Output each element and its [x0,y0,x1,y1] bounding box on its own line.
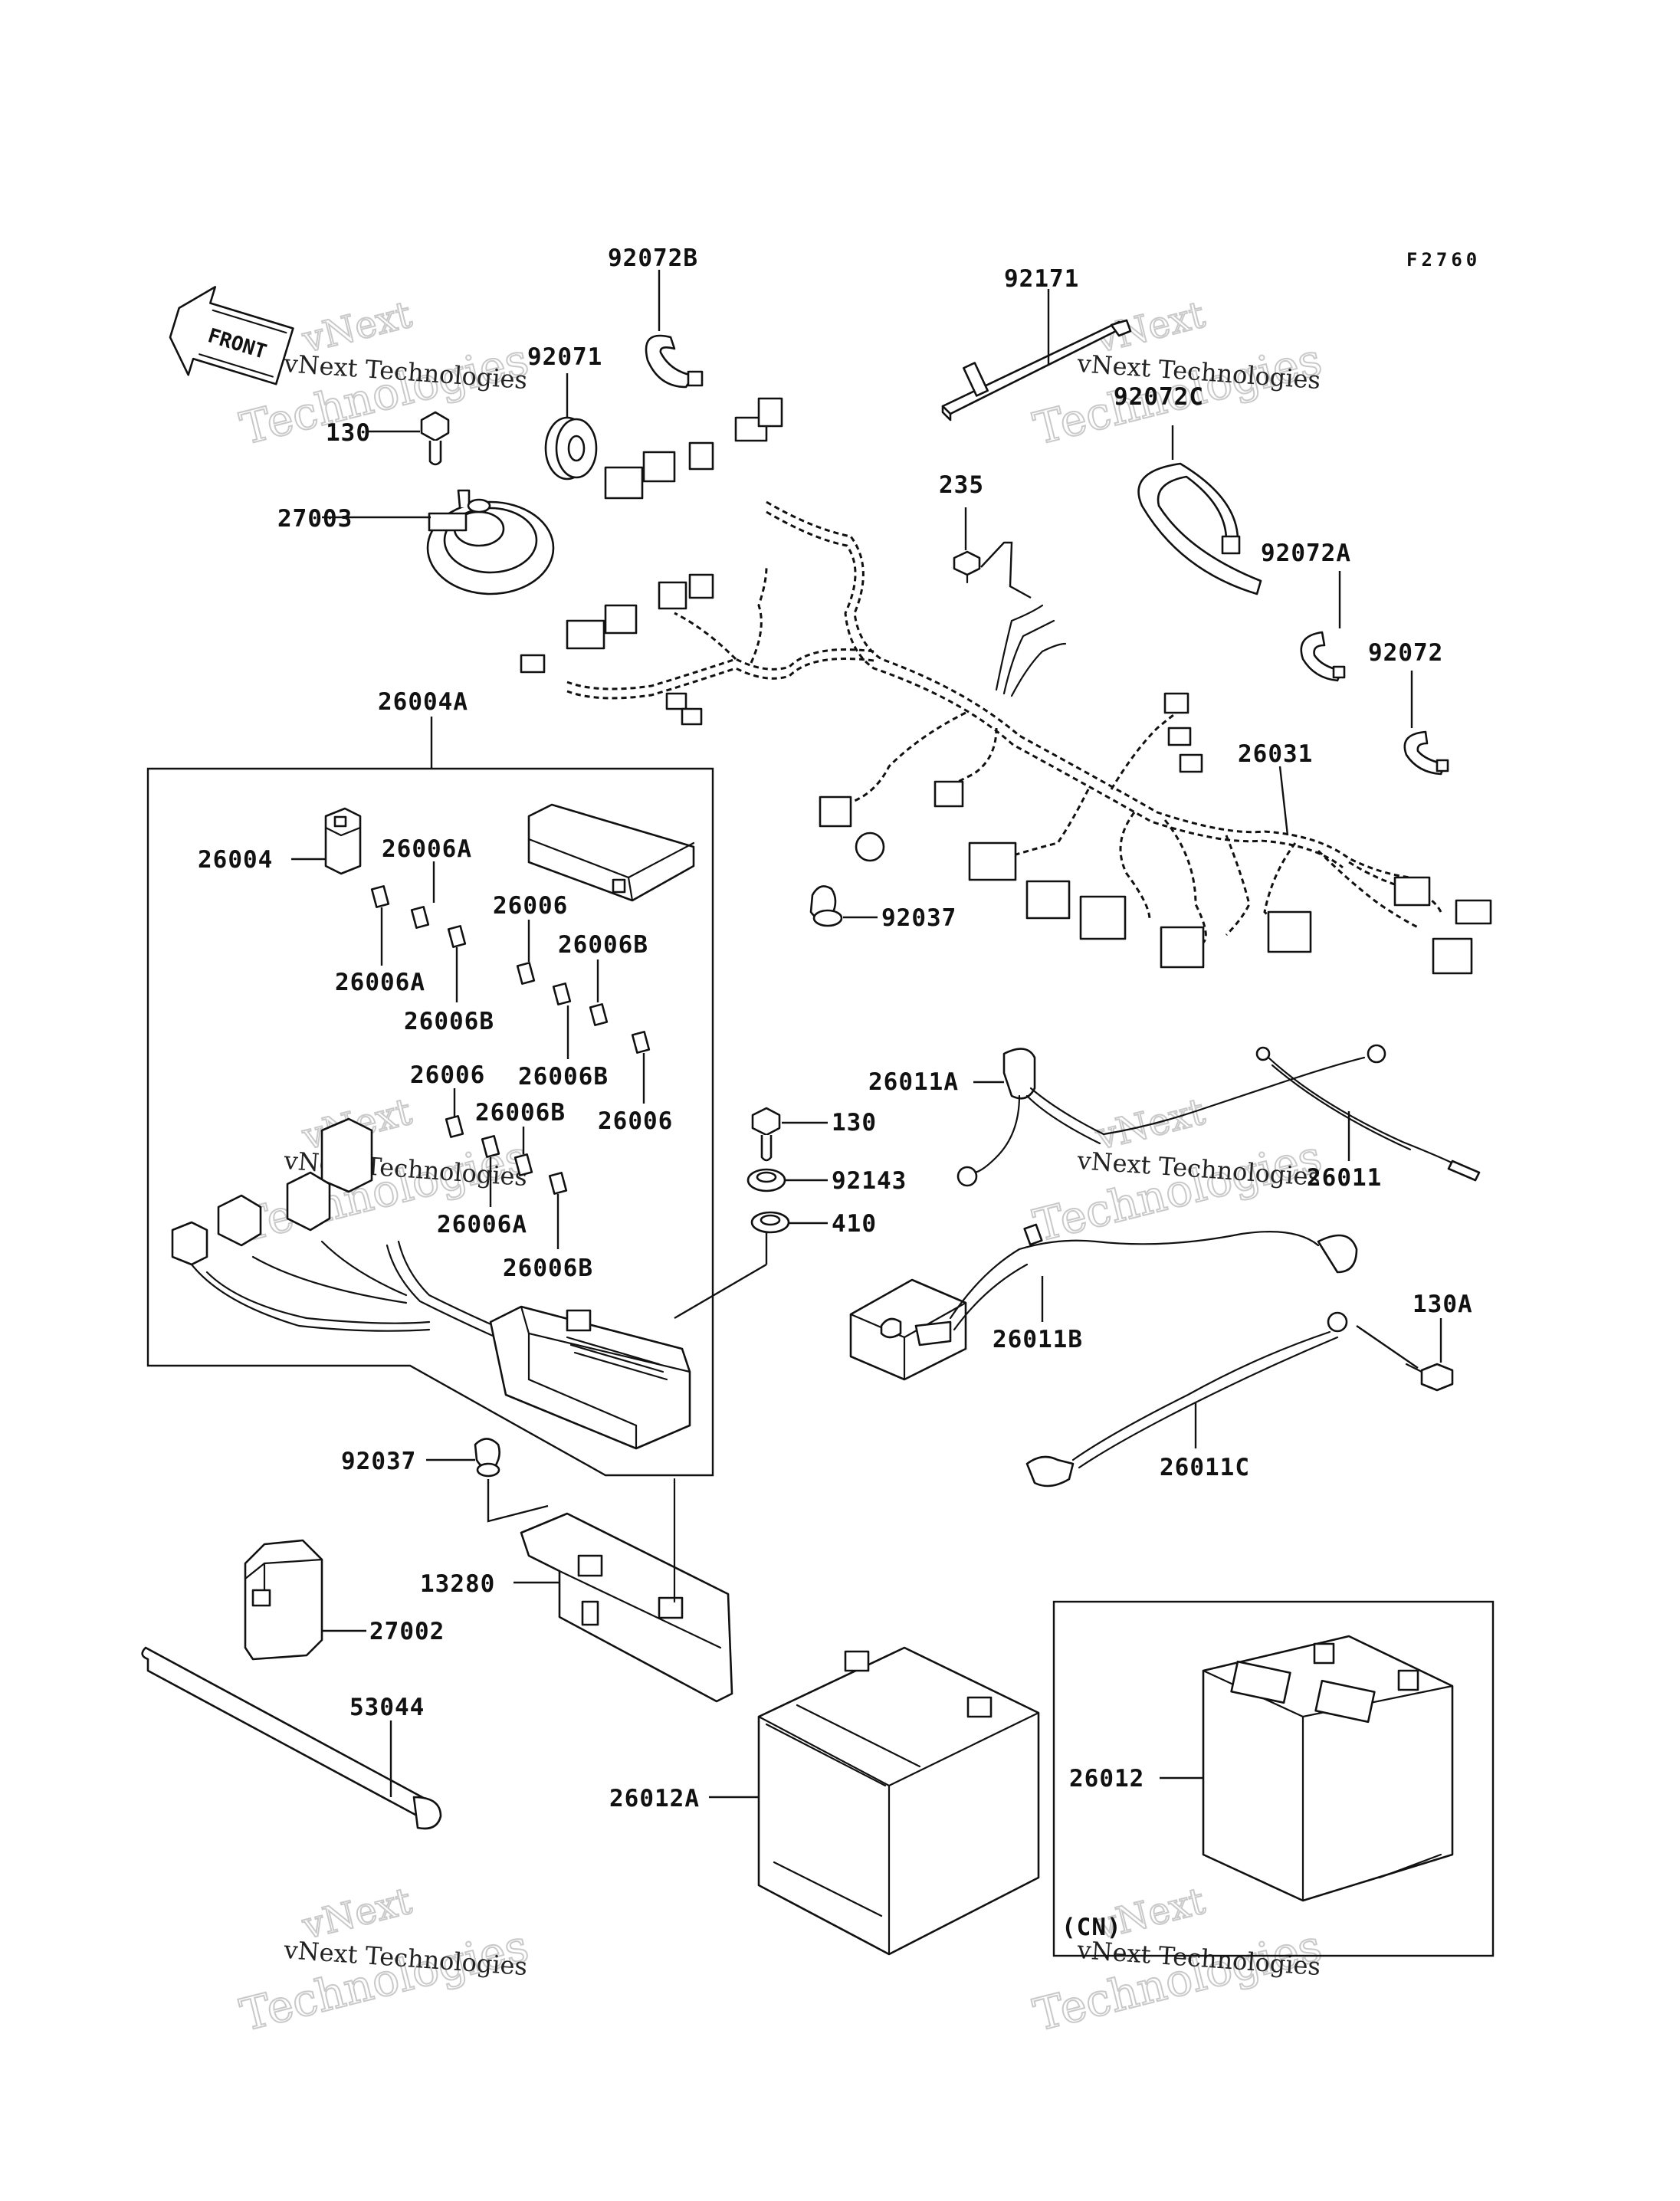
label-26011B: 26011B [993,1326,1083,1353]
label-26006A-1: 26006A [382,835,472,863]
fuse-box-harness-icon [171,1117,691,1450]
cable-26011C-icon [1025,1311,1348,1488]
label-53044: 53044 [349,1694,425,1721]
label-26006B-2: 26006B [404,1008,494,1035]
main-harness-26031-icon [520,397,1492,975]
front-arrow-icon: FRONT [169,286,294,385]
horn-icon [426,489,555,595]
bolt-130A-icon [1405,1363,1454,1392]
label-26011C: 26011C [1160,1454,1250,1481]
watermark-bottom-right: vNext Technologies vNext Technologies [1028,1878,1327,2042]
figure-code: F2760 [1406,249,1481,271]
label-26004A: 26004A [378,688,468,716]
clip-92037-top-icon [809,885,843,927]
label-92037-bottom: 92037 [341,1448,416,1475]
label-92037-top: 92037 [881,904,956,932]
battery-26012A-icon [757,1646,1040,1956]
label-27003: 27003 [277,505,353,533]
bolt-130-mid-icon [751,1107,781,1162]
fuse-26006A-3-icon [481,1135,500,1158]
label-26012: 26012 [1069,1765,1144,1793]
svg-text:Technologies: Technologies [1029,1130,1327,1252]
label-26011: 26011 [1307,1164,1382,1192]
label-130A: 130A [1413,1291,1473,1318]
relay-26004-icon [324,807,362,875]
fuse-26006B-4-icon [514,1153,533,1176]
label-26004: 26004 [198,846,273,874]
label-235: 235 [939,471,984,499]
label-26006B-5: 26006B [503,1255,593,1282]
label-92072: 92072 [1368,639,1443,667]
label-26006B-3: 26006B [518,1063,609,1091]
fuse-cover-icon [527,803,695,902]
label-26006-2: 26006 [410,1061,485,1089]
cable-26011B-icon [849,1223,1358,1381]
cushion-53044-icon [141,1646,442,1830]
label-26006B-1: 26006B [558,931,648,959]
nut-410-icon [750,1211,790,1234]
box-26012-outline [1052,1600,1495,1957]
variant-note: (CN) [1061,1914,1122,1941]
label-92072C: 92072C [1114,383,1204,411]
fuse-26006-1-icon [516,962,536,985]
watermark-mid-right: vNext Technologies vNext Technologies [1028,1089,1327,1252]
label-92143: 92143 [832,1167,907,1195]
watermark-bottom-left: vNext Technologies vNext Technologies [235,1878,534,2042]
cable-26011-icon [1255,1046,1481,1182]
fuse-26006-3-icon [445,1115,464,1138]
label-92072B: 92072B [608,244,698,272]
band-92072B-icon [645,334,704,389]
fuse-26006B-1-icon [447,925,467,948]
relay-27002-icon [244,1539,323,1661]
fuse-26006-2-icon [631,1031,651,1054]
label-130-top: 130 [326,419,371,447]
svg-text:Technologies: Technologies [235,1920,533,2042]
label-26006-1: 26006 [493,892,568,920]
label-92072A: 92072A [1261,540,1351,567]
fuse-26006B-3-icon [589,1003,609,1026]
label-13280: 13280 [420,1570,495,1598]
watermark-top-right: vNext Technologies vNext Technologies [1028,292,1327,455]
label-26011A: 26011A [868,1068,959,1096]
label-26006-3: 26006 [598,1107,673,1135]
battery-26012-icon [1202,1635,1454,1902]
label-92171: 92171 [1004,265,1079,293]
clip-92037-bottom-icon [474,1438,500,1478]
label-26012A: 26012A [609,1785,700,1812]
label-26006A-3: 26006A [437,1211,527,1238]
grommet-92071-icon [544,416,598,481]
label-26031: 26031 [1238,740,1313,768]
label-26006A-2: 26006A [335,969,425,996]
label-130-mid: 130 [832,1109,877,1137]
label-26006B-4: 26006B [475,1099,566,1127]
label-92071: 92071 [527,343,602,371]
bolt-235-icon [953,550,981,584]
band-92072C-icon [1137,462,1262,595]
cable-26011A-icon [956,1044,1386,1187]
fuse-26006B-5-icon [548,1172,568,1195]
label-410: 410 [832,1210,877,1238]
fuse-26006B-2-icon [552,982,572,1005]
bracket-92171-icon [941,319,1132,422]
bolt-130-top-icon [420,411,450,466]
fuse-26006A-1-icon [370,885,390,908]
fuse-26006A-2-icon [410,906,430,929]
band-92072-icon [1403,730,1449,776]
washer-92143-icon [746,1168,786,1192]
label-27002: 27002 [369,1618,445,1645]
bracket-13280-icon [520,1478,733,1703]
box-26004A-outline [146,767,714,1477]
band-92072A-icon [1300,631,1346,682]
